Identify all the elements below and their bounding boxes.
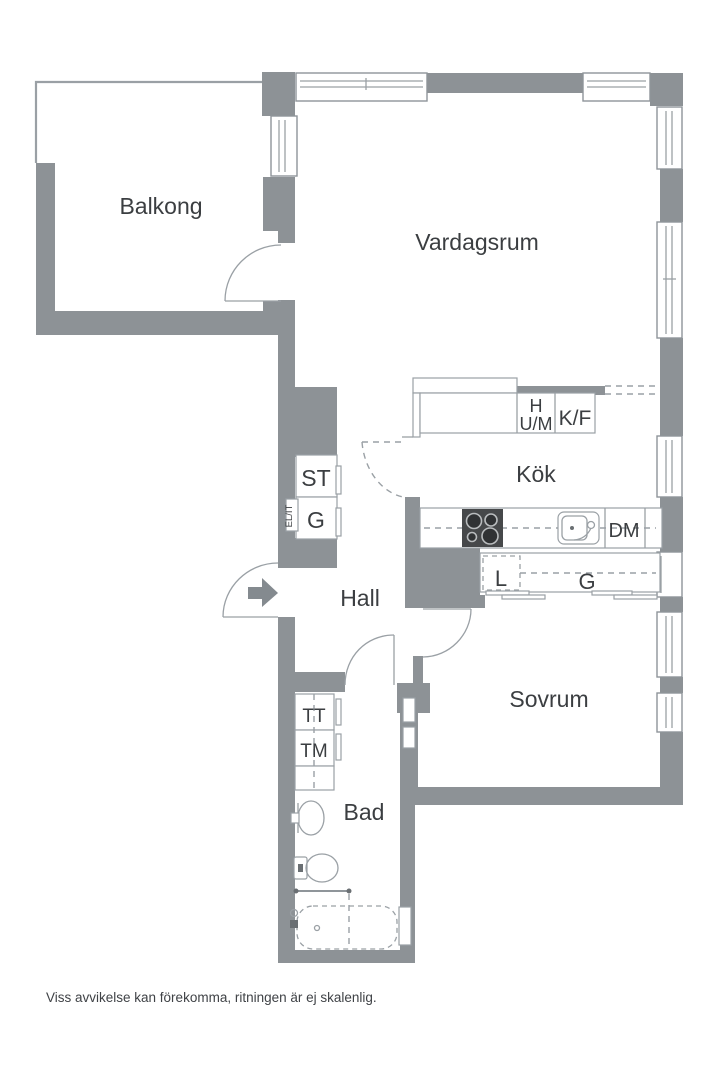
label-cleaning-closet: ST	[301, 465, 330, 491]
window-kitchen-east	[656, 435, 683, 498]
wall-segment	[278, 950, 415, 963]
label-oven-top: H	[530, 396, 543, 416]
wall-niches	[402, 697, 416, 749]
label-hall-wardrobe: G	[307, 507, 325, 533]
wall-segment	[262, 72, 295, 116]
wall-niche	[402, 726, 416, 749]
bedroom-closets	[479, 552, 661, 600]
entrance-arrow-icon	[248, 578, 278, 607]
windows	[270, 72, 683, 733]
wall-segment	[278, 231, 295, 243]
cleaning-closet-box	[295, 454, 338, 498]
label-bedroom-wardrobe: G	[578, 569, 595, 594]
wall-segment	[295, 672, 345, 692]
labels: Balkong Vardagsrum Kök Hall Sovrum Bad S…	[119, 193, 639, 825]
doors	[222, 244, 656, 686]
sink-icon	[557, 511, 600, 545]
window-living-west	[270, 115, 298, 177]
wall-segment	[405, 595, 485, 608]
label-fridge-freezer: K/F	[559, 407, 592, 430]
wall-segment	[660, 732, 683, 787]
bedroom-door	[422, 608, 472, 658]
shower-rail-icon	[293, 888, 352, 949]
closet-door-slab	[335, 465, 342, 495]
balcony-door	[224, 244, 282, 302]
walls	[36, 72, 683, 963]
window-bedroom-east-2	[656, 692, 683, 733]
wall-niche	[402, 697, 416, 723]
washbasin-icon	[290, 800, 325, 836]
window-top-living-small	[582, 72, 651, 102]
wall-segment	[660, 497, 683, 552]
wall-segment	[36, 163, 55, 335]
label-oven-micro: U/M	[520, 414, 553, 434]
hall-closets	[285, 454, 342, 540]
wall-segment	[405, 497, 420, 552]
wall-segment	[278, 538, 337, 568]
closet-door-slab	[335, 733, 342, 761]
wall-segment	[410, 787, 683, 805]
label-washing-machine: TM	[300, 741, 327, 762]
wall-segment	[278, 387, 337, 457]
window-top-living-large	[295, 72, 428, 102]
upper-units-row	[419, 392, 596, 434]
electrical-panel-box	[285, 498, 299, 532]
wall-segment	[405, 548, 480, 595]
wall-segment	[36, 311, 278, 335]
sliding-door	[591, 590, 633, 596]
kitchen-beam-dashed	[605, 385, 656, 395]
wall-segment	[278, 617, 295, 963]
toilet-icon	[293, 853, 339, 883]
wall-segment	[660, 338, 683, 436]
window-living-east-2	[656, 221, 683, 339]
entrance-door	[222, 562, 279, 618]
window-behind-wardrobe	[656, 551, 683, 598]
wall-segment	[660, 169, 683, 222]
wall-segment	[400, 713, 418, 793]
stove-icon	[462, 509, 503, 547]
wall-segment	[413, 656, 423, 683]
bathtub-icon	[289, 905, 412, 950]
room-label-balcony: Balkong	[119, 193, 202, 219]
bathroom-fixtures	[289, 693, 412, 950]
room-label-bedroom: Sovrum	[509, 686, 588, 712]
wall-segment	[517, 386, 605, 395]
closet-door-slab	[335, 507, 342, 537]
sliding-door	[613, 594, 658, 600]
kitchen-fixtures	[402, 377, 663, 549]
disclaimer-text: Viss avvikelse kan förekomma, ritningen …	[46, 990, 377, 1005]
wall-segment	[427, 73, 583, 93]
label-linen-closet: L	[495, 566, 507, 591]
label-dishwasher: DM	[608, 520, 639, 542]
wall-segment	[660, 597, 683, 612]
bath-shelf	[398, 906, 412, 946]
room-label-living: Vardagsrum	[415, 229, 539, 255]
wall-segment	[650, 73, 683, 106]
wall-segment	[660, 677, 683, 693]
room-label-kitchen: Kök	[516, 461, 556, 487]
kitchen-opening-dashed	[361, 441, 404, 498]
window-living-east-1	[656, 106, 683, 170]
room-label-bathroom: Bad	[344, 799, 385, 825]
bathroom-door	[344, 634, 395, 686]
counter-side-panel	[412, 392, 421, 438]
label-dryer: TT	[302, 706, 326, 727]
balcony-railing-line	[34, 80, 263, 163]
room-label-hall: Hall	[340, 585, 380, 611]
wall-segment	[263, 177, 295, 231]
balcony-railing	[34, 80, 263, 163]
counter-top-strip	[412, 377, 518, 394]
sliding-door	[501, 594, 546, 600]
closet-door-slab	[335, 698, 342, 726]
window-bedroom-east-1	[656, 611, 683, 678]
label-electrical-panel: EL/IT	[284, 504, 295, 527]
